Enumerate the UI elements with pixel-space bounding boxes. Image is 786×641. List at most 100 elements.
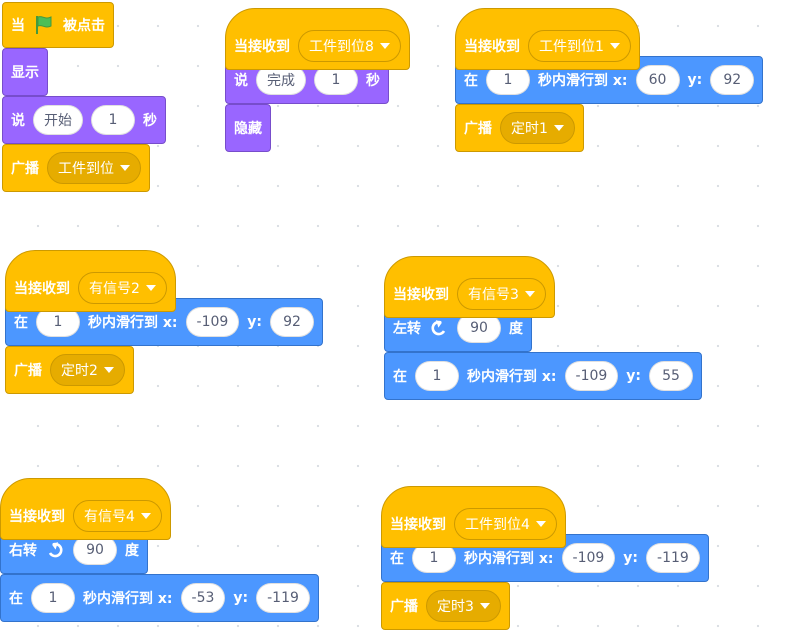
glide-x-input[interactable]: -53 (180, 583, 226, 613)
turn-label: 右转 (9, 543, 37, 559)
when-receive-hat[interactable]: 当接收到 有信号3 (384, 256, 555, 318)
broadcast-message-dropdown[interactable]: 定时1 (500, 112, 575, 144)
glide-y-input[interactable]: 92 (710, 65, 755, 95)
say-label: 说 (234, 73, 248, 89)
turn-unit: 度 (125, 543, 139, 559)
dropdown-value: 定时2 (61, 363, 98, 379)
glide-to-xy-block[interactable]: 在 1 秒内滑行到 x: -109 y: 55 (384, 352, 703, 400)
say-unit: 秒 (366, 73, 380, 89)
broadcast-block[interactable]: 广播 定时1 (455, 104, 584, 152)
glide-x-input[interactable]: -109 (564, 361, 619, 391)
chevron-down-icon (535, 521, 546, 527)
script-receive-8[interactable]: 当接收到 工件到位8 说 完成 1 秒 隐藏 (225, 8, 410, 152)
hat-label: 当接收到 (9, 509, 65, 525)
glide-mid: 秒内滑行到 x: (538, 73, 628, 89)
broadcast-block[interactable]: 广播 定时3 (381, 582, 510, 630)
broadcast-label: 广播 (14, 363, 42, 379)
broadcast-label: 广播 (11, 161, 39, 177)
glide-y-label: y: (626, 368, 642, 384)
script-signal-3[interactable]: 当接收到 有信号3 左转 90 度 在 1 秒内滑行到 x: -109 y: 5… (384, 256, 703, 400)
chevron-down-icon (379, 43, 390, 49)
say-text-input[interactable]: 完成 (256, 65, 306, 95)
hat-label: 当接收到 (464, 39, 520, 55)
script-receive-1[interactable]: 当接收到 工件到位1 在 1 秒内滑行到 x: 60 y: 92 广播 定时1 (455, 8, 764, 152)
hat-label: 当接收到 (14, 281, 70, 297)
glide-x-input[interactable]: -109 (185, 307, 240, 337)
turn-unit: 度 (509, 321, 523, 337)
glide-secs-input[interactable]: 1 (486, 65, 530, 95)
glide-prefix: 在 (14, 315, 28, 331)
glide-x-input[interactable]: 60 (635, 65, 680, 95)
glide-to-xy-block[interactable]: 在 1 秒内滑行到 x: -53 y: -119 (0, 574, 319, 622)
broadcast-block[interactable]: 广播 工件到位 (2, 144, 150, 192)
hat-suffix: 被点击 (63, 18, 105, 34)
broadcast-message-dropdown[interactable]: 定时3 (426, 590, 501, 622)
broadcast-label: 广播 (390, 599, 418, 615)
broadcast-message-dropdown[interactable]: 工件到位 (47, 152, 141, 184)
glide-x-input[interactable]: -109 (561, 543, 616, 573)
hat-prefix: 当 (11, 18, 25, 34)
hat-message-dropdown[interactable]: 有信号2 (78, 272, 167, 304)
glide-secs-input[interactable]: 1 (415, 361, 459, 391)
glide-prefix: 在 (390, 551, 404, 567)
chevron-down-icon (609, 43, 620, 49)
green-flag-icon (33, 14, 55, 36)
say-secs-input[interactable]: 1 (91, 105, 135, 135)
dropdown-value: 有信号2 (89, 281, 140, 297)
turn-degrees-input[interactable]: 90 (457, 313, 501, 343)
hat-message-dropdown[interactable]: 有信号4 (73, 500, 162, 532)
script-green-flag[interactable]: 当 被点击 显示 说 开始 1 秒 广播 工件到位 (2, 2, 166, 192)
turn-degrees-input[interactable]: 90 (73, 535, 117, 565)
glide-y-label: y: (247, 314, 263, 330)
glide-y-label: y: (687, 72, 703, 88)
chevron-down-icon (145, 285, 156, 291)
glide-y-input[interactable]: 92 (270, 307, 315, 337)
say-text-input[interactable]: 开始 (33, 105, 83, 135)
glide-mid: 秒内滑行到 x: (83, 591, 173, 607)
glide-y-label: y: (623, 550, 639, 566)
when-receive-hat[interactable]: 当接收到 工件到位4 (381, 486, 566, 548)
when-receive-hat[interactable]: 当接收到 有信号4 (0, 478, 171, 540)
rotate-left-icon (429, 318, 449, 338)
glide-mid: 秒内滑行到 x: (467, 369, 557, 385)
dropdown-value: 工件到位4 (465, 517, 530, 533)
say-secs-input[interactable]: 1 (314, 65, 358, 95)
glide-secs-input[interactable]: 1 (31, 583, 75, 613)
hat-label: 当接收到 (393, 287, 449, 303)
when-receive-hat[interactable]: 当接收到 工件到位8 (225, 8, 410, 70)
show-label: 显示 (11, 65, 39, 81)
glide-mid: 秒内滑行到 x: (464, 551, 554, 567)
dropdown-value: 定时3 (437, 599, 474, 615)
chevron-down-icon (140, 513, 151, 519)
hat-message-dropdown[interactable]: 有信号3 (457, 278, 546, 310)
say-for-secs-block[interactable]: 说 开始 1 秒 (2, 96, 166, 144)
script-signal-4[interactable]: 当接收到 有信号4 右转 90 度 在 1 秒内滑行到 x: -53 y: -1… (0, 478, 319, 622)
script-signal-2[interactable]: 当接收到 有信号2 在 1 秒内滑行到 x: -109 y: 92 广播 定时2 (5, 250, 324, 394)
chevron-down-icon (524, 291, 535, 297)
rotate-right-icon (45, 540, 65, 560)
chevron-down-icon (120, 165, 130, 171)
when-flag-clicked-hat[interactable]: 当 被点击 (2, 2, 114, 48)
chevron-down-icon (103, 367, 114, 373)
glide-to-xy-block[interactable]: 在 1 秒内滑行到 x: 60 y: 92 (455, 56, 764, 104)
when-receive-hat[interactable]: 当接收到 工件到位1 (455, 8, 640, 70)
broadcast-block[interactable]: 广播 定时2 (5, 346, 134, 394)
glide-secs-input[interactable]: 1 (412, 543, 456, 573)
hide-block[interactable]: 隐藏 (225, 104, 271, 152)
glide-y-input[interactable]: -119 (646, 543, 700, 573)
broadcast-message-dropdown[interactable]: 定时2 (50, 354, 125, 386)
say-unit: 秒 (143, 113, 157, 129)
when-receive-hat[interactable]: 当接收到 有信号2 (5, 250, 176, 312)
show-block[interactable]: 显示 (2, 48, 48, 96)
glide-y-input[interactable]: 55 (649, 361, 694, 391)
glide-y-label: y: (233, 590, 249, 606)
dropdown-value: 工件到位 (58, 161, 114, 177)
hat-message-dropdown[interactable]: 工件到位4 (454, 508, 557, 540)
broadcast-label: 广播 (464, 121, 492, 137)
hat-message-dropdown[interactable]: 工件到位8 (298, 30, 401, 62)
glide-y-input[interactable]: -119 (256, 583, 310, 613)
script-receive-4[interactable]: 当接收到 工件到位4 在 1 秒内滑行到 x: -109 y: -119 广播 … (381, 486, 709, 630)
hat-message-dropdown[interactable]: 工件到位1 (528, 30, 631, 62)
say-label: 说 (11, 113, 25, 129)
glide-prefix: 在 (393, 369, 407, 385)
